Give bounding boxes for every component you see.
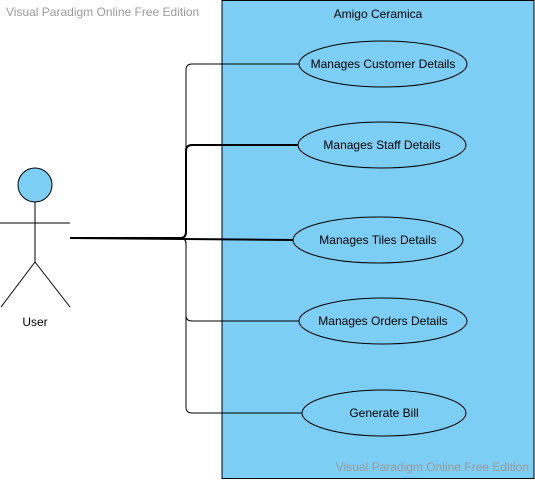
use-case-label: Manages Orders Details: [318, 314, 447, 328]
actor-user[interactable]: User: [0, 167, 71, 329]
actor-right-leg: [34, 261, 71, 308]
use-case-orders[interactable]: Manages Orders Details: [298, 297, 468, 345]
use-case-ellipse: [298, 297, 468, 345]
use-case-label: Manages Tiles Details: [319, 233, 436, 247]
use-case-staff[interactable]: Manages Staff Details: [297, 121, 467, 169]
use-case-ellipse: [301, 389, 467, 437]
use-case-ellipse: [292, 216, 464, 264]
actor-label: User: [22, 315, 47, 329]
use-case-ellipse: [298, 40, 468, 88]
use-case-label: Manages Customer Details: [311, 57, 456, 71]
watermark-bottom: Visual Paradigm Online Free Edition: [335, 460, 529, 474]
use-case-ellipse: [297, 121, 467, 169]
actor-left-leg: [0, 261, 36, 308]
use-case-customer[interactable]: Manages Customer Details: [298, 40, 468, 88]
use-case-bill[interactable]: Generate Bill: [301, 389, 467, 437]
watermark-top: Visual Paradigm Online Free Edition: [6, 5, 200, 19]
use-case-label: Manages Staff Details: [323, 138, 440, 152]
actor-head: [17, 167, 53, 203]
use-case-tiles[interactable]: Manages Tiles Details: [292, 216, 464, 264]
system-title: Amigo Ceramica: [334, 7, 423, 21]
association-staff[interactable]: [70, 144, 298, 239]
association-bill[interactable]: [70, 237, 302, 414]
use-case-label: Generate Bill: [349, 406, 418, 420]
associations: [69, 63, 302, 414]
